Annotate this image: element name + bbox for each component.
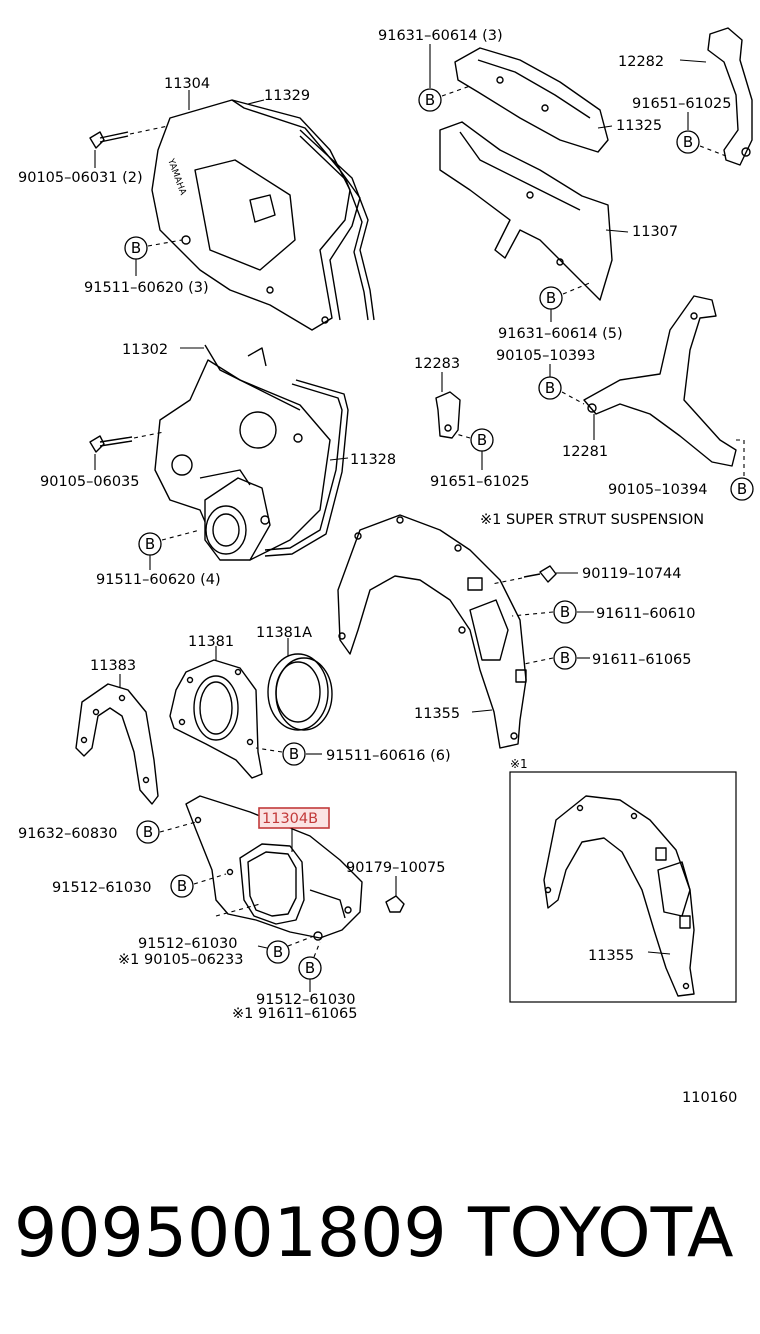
bolt-marker-b [136, 820, 160, 844]
inset-marker: ※1 [510, 757, 528, 771]
part-label: ※1 91611–61065 [232, 1006, 358, 1022]
bolt-marker-b [553, 646, 577, 670]
part-label: 11355 [414, 706, 460, 722]
bolt-marker-b-label: B [425, 91, 435, 109]
part-label: 91512–61030 [138, 936, 238, 952]
retainer-11381 [169, 646, 263, 779]
part-label: 12282 [618, 54, 664, 70]
timing-cover-upper: YAMAHA [151, 99, 361, 331]
part-label: 12281 [562, 444, 608, 460]
gasket-11383 [75, 674, 159, 805]
bolt-marker-b-label: B [131, 239, 141, 257]
bolt-marker-b-label: B [143, 823, 153, 841]
bolt-marker-b [676, 130, 700, 154]
part-label: 11383 [90, 658, 136, 674]
part-label: 11329 [264, 88, 310, 104]
bracket-11325 [454, 47, 609, 153]
super-strut-note: ※1 SUPER STRUT SUSPENSION [480, 512, 704, 528]
highlighted-part-label [258, 807, 330, 829]
part-label: 91511–60620 (4) [96, 572, 221, 588]
part-label: 90105–10394 [608, 482, 708, 498]
bolt-marker-b-label: B [545, 379, 555, 397]
bolt-marker-b-label: B [737, 480, 747, 498]
bolt-90105-06031 [89, 125, 169, 168]
part-label: 90105–10393 [496, 348, 596, 364]
svg-text:11304B: 11304B [262, 811, 318, 827]
part-number: 9095001809 [14, 1194, 447, 1273]
part-label: 91511–60620 (3) [84, 280, 209, 296]
rear-plate-11355-inset [543, 795, 695, 997]
part-label: 11304 [164, 76, 210, 92]
bolt-marker-b-label: B [305, 959, 315, 977]
part-label: 91512–61030 [52, 880, 152, 896]
part-label: 90119–10744 [582, 566, 682, 582]
bracket-12283 [435, 372, 461, 439]
oil-seal-11381A [267, 638, 333, 731]
bolt-marker-b-label: B [177, 877, 187, 895]
bolt-marker-b [170, 874, 194, 898]
part-label: 11325 [616, 118, 662, 134]
plug-90179-10075 [385, 876, 405, 913]
part-label: 91611–60610 [596, 606, 696, 622]
bolt-marker-b [282, 742, 306, 766]
bracket-11307 [439, 121, 613, 301]
timing-cover-gasket [299, 129, 375, 321]
part-label: 91651–61025 [430, 474, 530, 490]
bolt-90105-06035 [89, 431, 165, 470]
bolt-marker-b-label: B [145, 535, 155, 553]
bolt-marker-b-label: B [477, 431, 487, 449]
part-label: 90105–06031 (2) [18, 170, 143, 186]
part-label: 11302 [122, 342, 168, 358]
timing-cover-lower [154, 344, 331, 561]
inset-frame [509, 771, 737, 1003]
bracket-12281 [583, 295, 737, 467]
part-label: 11355 [588, 948, 634, 964]
brand-name: TOYOTA [467, 1194, 733, 1273]
part-label: 91611–61065 [592, 652, 692, 668]
part-label: 91511–60616 (6) [326, 748, 451, 764]
part-label: 91651–61025 [632, 96, 732, 112]
bolt-marker-b [418, 88, 442, 112]
part-label: 11328 [350, 452, 396, 468]
bolt-marker-b-label: B [560, 649, 570, 667]
bolt-marker-b-label: B [560, 603, 570, 621]
part-label: ※1 90105–06233 [118, 952, 244, 968]
rear-plate-11355 [337, 514, 527, 749]
bracket-12282 [679, 27, 753, 166]
part-label: 91631–60614 (5) [498, 326, 623, 342]
part-label: 90179–10075 [346, 860, 446, 876]
part-label: 12283 [414, 356, 460, 372]
part-label: 91632–60830 [18, 826, 118, 842]
bolt-marker-b-label: B [289, 745, 299, 763]
bolt-marker-b-label: B [546, 289, 556, 307]
timing-cover-lower-gasket [247, 347, 349, 557]
part-label: 90105–06035 [40, 474, 140, 490]
part-label: 11307 [632, 224, 678, 240]
bolt-marker-b [730, 477, 754, 501]
part-label: 11381A [256, 625, 312, 641]
bolt-marker-b [266, 940, 290, 964]
bolt-marker-b-label: B [683, 133, 693, 151]
bolt-90119-10744 [491, 565, 578, 585]
bolt-marker-b-label: B [273, 943, 283, 961]
bolt-marker-b [553, 600, 577, 624]
diagram-number: 110160 [682, 1090, 737, 1106]
part-label: 11381 [188, 634, 234, 650]
part-label: 91631–60614 (3) [378, 28, 503, 44]
part-label: 91512–61030 [256, 992, 356, 1008]
